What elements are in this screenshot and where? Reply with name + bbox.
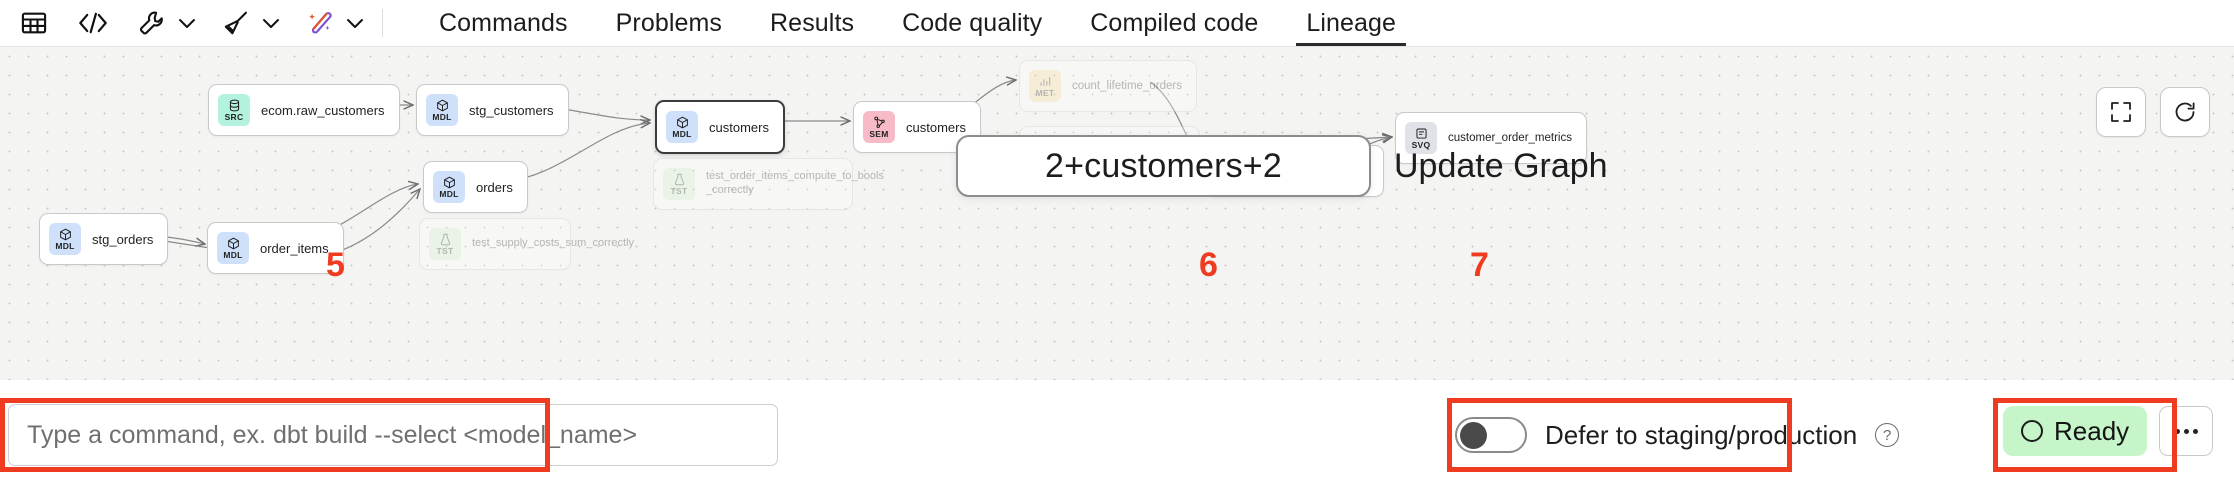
tab-label: Code quality <box>902 8 1043 37</box>
node-label: test_supply_costs_sum_correctly <box>472 237 635 250</box>
command-input-wrapper <box>8 404 778 466</box>
tab-label: Compiled code <box>1090 8 1259 37</box>
top-toolbar: Commands Problems Results Code quality C… <box>0 0 2234 47</box>
tab-commands[interactable]: Commands <box>415 0 592 46</box>
badge-text: TST <box>436 245 454 256</box>
status-dot-icon <box>2021 420 2043 442</box>
node-label: customer_order_metrics <box>1448 132 1572 144</box>
annotation-number-5: 5 <box>326 246 345 284</box>
format-menu[interactable] <box>216 6 284 40</box>
tab-lineage[interactable]: Lineage <box>1282 0 1420 46</box>
tab-label: Results <box>770 8 855 37</box>
badge-text: MDL <box>55 240 75 251</box>
chevron-down-icon[interactable] <box>258 6 284 40</box>
badge-text: MDL <box>672 128 692 139</box>
defer-control: Defer to staging/production ? <box>1455 406 1900 464</box>
wrench-icon[interactable] <box>132 6 172 40</box>
lineage-selector-text: 2+customers+2 <box>1045 146 1282 185</box>
svq-badge: SVQ <box>1405 122 1437 154</box>
toolbar-divider <box>382 9 383 37</box>
badge-text: MDL <box>223 249 243 260</box>
help-icon[interactable]: ? <box>1875 423 1900 447</box>
status-label: Ready <box>2054 415 2130 446</box>
canvas-controls <box>2096 87 2210 137</box>
refresh-icon[interactable] <box>2160 87 2210 137</box>
lineage-node-customers-model[interactable]: MDL customers <box>655 100 785 154</box>
lineage-node-customers-semantic[interactable]: SEM customers <box>853 101 981 153</box>
tools-menu[interactable] <box>132 6 200 40</box>
tab-label: Commands <box>439 8 568 37</box>
node-label: ecom.raw_customers <box>261 102 385 118</box>
mdl-badge: MDL <box>666 111 698 143</box>
src-badge: SRC <box>218 94 250 126</box>
fullscreen-icon[interactable] <box>2096 87 2146 137</box>
tab-label: Lineage <box>1306 8 1397 37</box>
lineage-canvas[interactable]: SRC ecom.raw_customers MDL stg_customers… <box>0 47 2234 380</box>
more-options-icon[interactable] <box>2159 406 2214 456</box>
magic-wand-icon[interactable] <box>300 6 340 40</box>
mdl-badge: MDL <box>217 232 249 264</box>
mdl-badge: MDL <box>49 223 81 255</box>
broom-icon[interactable] <box>216 6 256 40</box>
badge-text: MDL <box>439 188 459 199</box>
badge-text: SEM <box>869 128 889 139</box>
lineage-node-test-order-items-compute-to-bools[interactable]: TST test_order_items_compute_to_bools _c… <box>653 158 884 210</box>
badge-text: MET <box>1035 87 1055 98</box>
tab-problems[interactable]: Problems <box>592 0 746 46</box>
badge-text: MDL <box>432 111 452 122</box>
tab-label: Problems <box>615 8 723 37</box>
status-badge[interactable]: Ready <box>2003 406 2148 456</box>
chevron-down-icon[interactable] <box>342 6 368 40</box>
node-label: stg_orders <box>92 231 154 247</box>
tst-badge: TST <box>429 228 461 260</box>
ai-assist-menu[interactable] <box>300 6 368 40</box>
annotation-number-7: 7 <box>1470 246 1489 284</box>
mdl-badge: MDL <box>426 94 458 126</box>
node-label: customers <box>709 119 769 135</box>
annotation-number-6: 6 <box>1199 246 1218 284</box>
code-icon[interactable] <box>72 6 114 40</box>
defer-toggle[interactable] <box>1455 417 1527 453</box>
defer-label: Defer to staging/production <box>1545 419 1858 450</box>
sem-badge: SEM <box>863 111 895 143</box>
table-icon[interactable] <box>14 6 54 40</box>
tab-compiled-code[interactable]: Compiled code <box>1066 0 1282 46</box>
command-input[interactable] <box>8 404 778 466</box>
dot <box>2174 428 2180 434</box>
tst-badge: TST <box>663 168 695 200</box>
lineage-node-test-supply-costs-sum-correctly[interactable]: TST test_supply_costs_sum_correctly <box>419 218 634 270</box>
toggle-knob <box>1460 422 1487 449</box>
dot <box>2192 428 2198 434</box>
node-label: orders <box>476 179 513 195</box>
tab-code-quality[interactable]: Code quality <box>878 0 1066 46</box>
badge-text: SVQ <box>1411 139 1431 150</box>
mdl-badge: MDL <box>433 171 465 203</box>
status-control: Ready <box>2003 406 2214 456</box>
toolbar-icon-group <box>0 0 397 46</box>
lineage-node-customer-order-metrics[interactable]: SVQ customer_order_metrics <box>1395 112 1587 164</box>
lineage-node-order-items[interactable]: MDL order_items <box>207 222 344 274</box>
lineage-node-count-lifetime-orders[interactable]: MET count_lifetime_orders <box>1019 60 1197 112</box>
update-graph-button[interactable]: Update Graph <box>1378 135 1624 197</box>
lineage-node-orders[interactable]: MDL orders <box>423 161 528 213</box>
tab-results[interactable]: Results <box>746 0 878 46</box>
lineage-node-ecom-raw-customers[interactable]: SRC ecom.raw_customers <box>208 84 400 136</box>
node-label: order_items <box>260 240 329 256</box>
lineage-node-stg-orders[interactable]: MDL stg_orders <box>39 213 169 265</box>
panel-tabs: Commands Problems Results Code quality C… <box>415 0 1420 46</box>
lineage-node-stg-customers[interactable]: MDL stg_customers <box>416 84 569 136</box>
lineage-selector-overlay[interactable]: 2+customers+2 <box>956 135 1371 197</box>
node-label: customers <box>906 119 966 135</box>
node-label: count_lifetime_orders <box>1072 80 1182 92</box>
badge-text: TST <box>670 185 688 196</box>
chevron-down-icon[interactable] <box>174 6 200 40</box>
dot <box>2183 428 2189 434</box>
badge-text: SRC <box>224 111 244 122</box>
node-label: stg_customers <box>469 102 554 118</box>
met-badge: MET <box>1029 70 1061 102</box>
node-label: test_order_items_compute_to_bools _corre… <box>706 170 884 196</box>
update-graph-label: Update Graph <box>1394 146 1608 185</box>
